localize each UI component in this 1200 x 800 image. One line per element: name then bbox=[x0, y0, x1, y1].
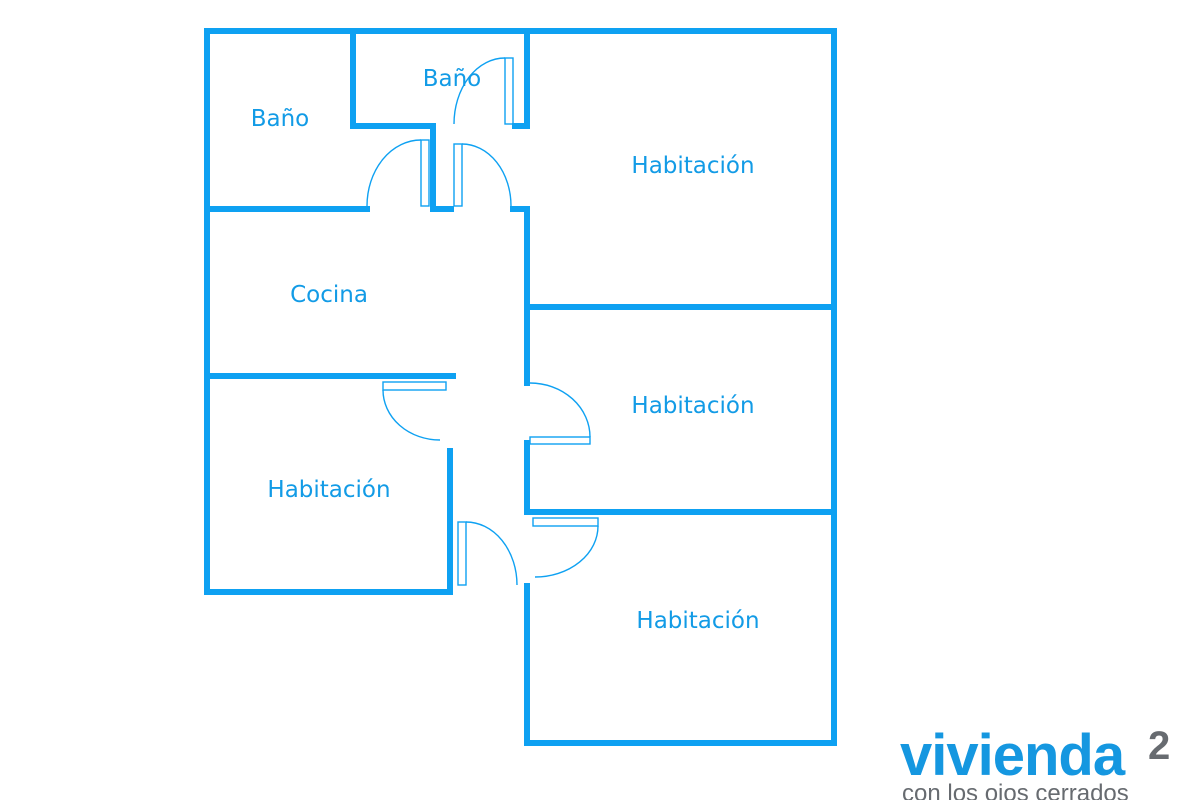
doors bbox=[366, 57, 599, 586]
room-label-kitchen: Cocina bbox=[290, 282, 368, 308]
brand-tagline: con los ojos cerrados bbox=[902, 780, 1129, 800]
bedroom-3-door bbox=[457, 521, 518, 586]
brand-logo: vivienda 2 con los ojos cerrados bbox=[900, 728, 1200, 800]
room-label-bathroom-2: Baño bbox=[423, 66, 482, 92]
walls bbox=[204, 28, 837, 746]
room-label-bedroom-1: Habitación bbox=[631, 153, 754, 179]
room-labels: Baño Baño Habitación Cocina Habitación H… bbox=[251, 66, 760, 634]
bathroom-2-door bbox=[453, 57, 514, 125]
bathroom-1-door bbox=[366, 139, 430, 207]
bedroom-4-door bbox=[382, 381, 447, 441]
brand-superscript: 2 bbox=[1148, 728, 1171, 768]
corridor-wall bbox=[510, 206, 530, 386]
bedroom-3-door bbox=[532, 517, 599, 578]
room-label-bedroom-4: Habitación bbox=[267, 477, 390, 503]
outer-wall bbox=[204, 28, 837, 746]
brand-name: vivienda bbox=[900, 728, 1125, 788]
bathroom-2-wall bbox=[350, 28, 436, 129]
bedroom-1-door bbox=[453, 143, 512, 207]
room-label-bedroom-3: Habitación bbox=[636, 608, 759, 634]
bedroom-2-door bbox=[529, 382, 591, 445]
room-label-bathroom-1: Baño bbox=[251, 106, 310, 132]
room-label-bedroom-2: Habitación bbox=[631, 393, 754, 419]
